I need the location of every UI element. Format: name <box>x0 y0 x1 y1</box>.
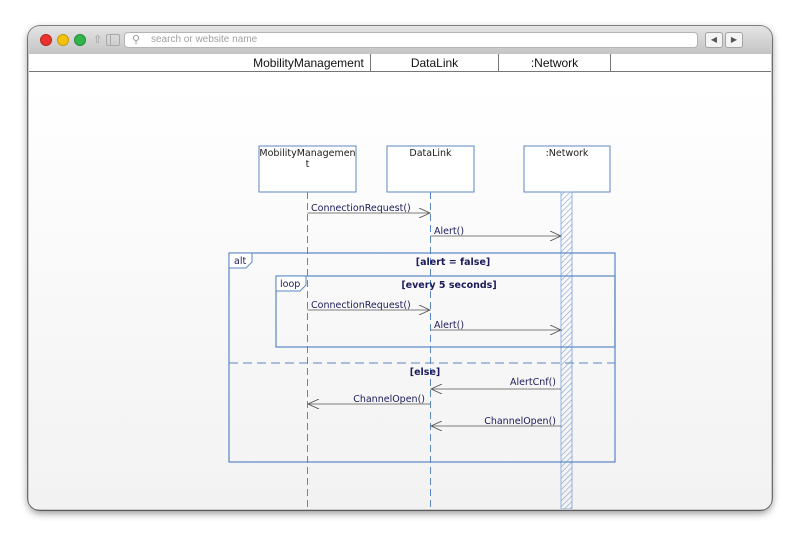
lane-header: MobilityManagement DataLink :Network <box>29 54 771 72</box>
loop-fragment-tag <box>275 275 307 292</box>
mobility-lifeline-label-2: t <box>306 159 310 170</box>
message-label-7: ChannelOpen() <box>484 416 556 427</box>
message-label-5: AlertCnf() <box>510 377 556 388</box>
mobility-lifeline-head[interactable] <box>258 145 357 193</box>
message-label-3: ConnectionRequest() <box>311 300 411 311</box>
message-label-6: ChannelOpen() <box>353 394 425 405</box>
lane-header-datalink: DataLink <box>371 54 499 72</box>
alt-fragment <box>228 252 616 463</box>
title-bar: ⇧ ⚲ ◀ ▶ <box>28 26 772 54</box>
sidebar-icon[interactable] <box>106 34 120 46</box>
page-content: MobilityManagement DataLink :Network Mob… <box>29 54 771 509</box>
message-label-4: Alert() <box>434 320 464 331</box>
share-icon[interactable]: ⇧ <box>93 33 103 46</box>
forward-button[interactable]: ▶ <box>725 32 743 48</box>
maximize-window-icon[interactable] <box>74 34 86 46</box>
network-activation-bar <box>560 191 573 509</box>
alt-tag-label: alt <box>234 256 246 267</box>
browser-window: ⇧ ⚲ ◀ ▶ MobilityManagement DataLink :Net… <box>28 26 772 510</box>
network-lifeline-head[interactable] <box>523 145 611 193</box>
message-label-2: Alert() <box>434 226 464 237</box>
search-input[interactable] <box>151 33 691 47</box>
else-guard: [else] <box>410 367 440 378</box>
sequence-diagram: MobilityManagemen t DataLink :Network al… <box>228 145 616 509</box>
address-bar[interactable]: ⚲ <box>124 32 698 48</box>
loop-tag-label: loop <box>280 279 300 290</box>
search-icon: ⚲ <box>132 33 141 46</box>
datalink-lifeline-label: DataLink <box>409 148 452 159</box>
mobility-lifeline-label-1: MobilityManagemen <box>259 148 355 159</box>
minimize-window-icon[interactable] <box>57 34 69 46</box>
message-label-1: ConnectionRequest() <box>311 203 411 214</box>
back-button[interactable]: ◀ <box>705 32 723 48</box>
lane-header-network: :Network <box>499 54 611 72</box>
loop-guard: [every 5 seconds] <box>401 280 496 291</box>
lane-header-mobility: MobilityManagement <box>247 54 371 72</box>
close-window-icon[interactable] <box>40 34 52 46</box>
alt-fragment-tag <box>228 252 253 269</box>
loop-fragment <box>275 275 616 348</box>
network-lifeline-label: :Network <box>546 148 589 159</box>
alt-guard: [alert = false] <box>416 257 491 268</box>
